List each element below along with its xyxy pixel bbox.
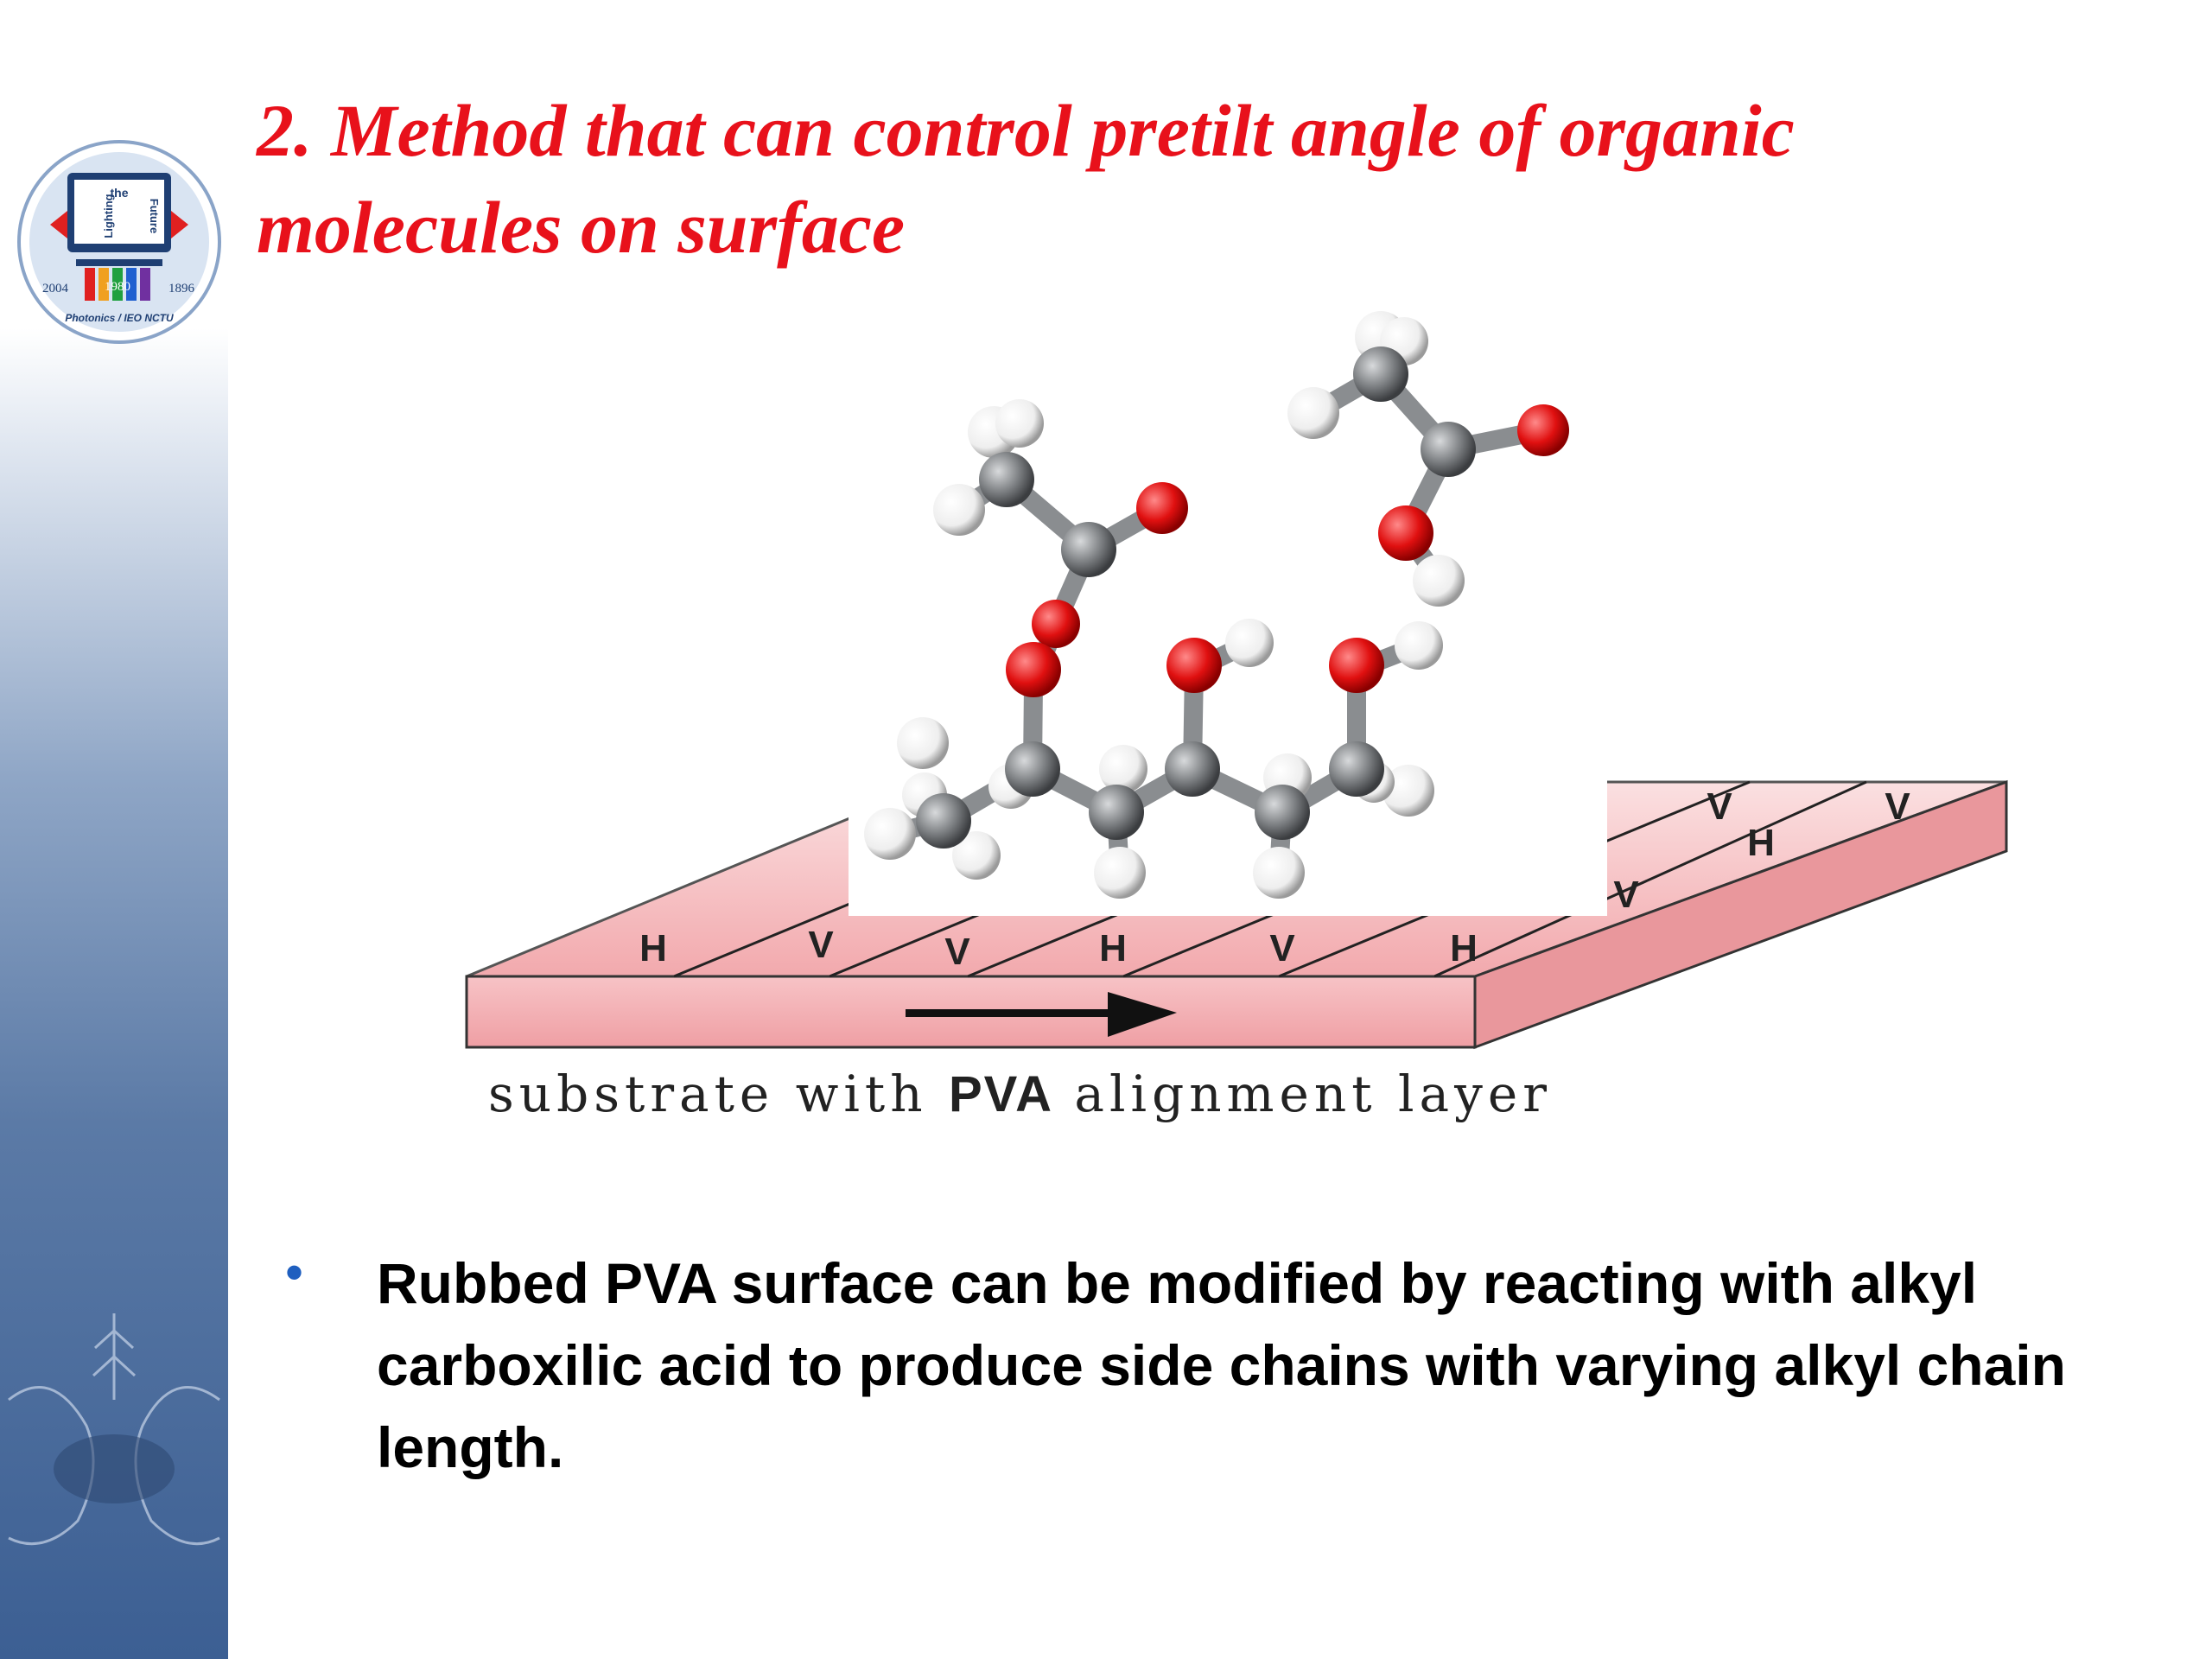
substrate-label-front-5: V — [1269, 927, 1295, 969]
substrate-label-right-1: V — [1613, 874, 1639, 916]
slide-title: 2. Method that can control pretilt angle… — [257, 89, 1795, 269]
logo-arrow-left-icon — [50, 211, 67, 238]
institution-logo: the Lighting Future 2004 1980 1896 Photo… — [17, 140, 221, 344]
logo-year-center: 1980 — [105, 280, 130, 294]
substrate-label-right-4: V — [1885, 785, 1910, 828]
logo-word-the: the — [111, 186, 129, 200]
molecule-on-substrate-figure: H V V H V H V V H V — [465, 275, 2008, 1050]
cupped-hands-illustration — [8, 1313, 220, 1546]
bullet-marker-icon: • — [285, 1243, 304, 1301]
logo-year-right: 1896 — [168, 282, 195, 296]
hydrogen-atoms — [864, 311, 1465, 899]
bullet-text: Rubbed PVA surface can be modified by re… — [377, 1251, 2066, 1479]
substrate-label-front-6: H — [1450, 927, 1478, 969]
oxygen-atoms — [1006, 404, 1569, 697]
bullet-list-item: • Rubbed PVA surface can be modified by … — [285, 1243, 2126, 1489]
substrate-label-front-2: V — [808, 924, 834, 966]
rubbing-direction-arrow-icon — [906, 992, 1177, 1037]
caption-prefix: substrate with — [488, 1065, 949, 1123]
logo-bottom-text: Photonics / IEO NCTU — [65, 312, 174, 324]
figure-caption: substrate with PVA alignment layer — [488, 1065, 1552, 1123]
caption-suffix: alignment layer — [1052, 1065, 1552, 1123]
logo-word-future: Future — [148, 199, 161, 233]
logo-arrow-right-icon — [171, 211, 188, 238]
substrate-label-front-1: H — [639, 927, 667, 969]
substrate-label-right-2: V — [1707, 785, 1732, 828]
caption-bold-term: PVA — [949, 1066, 1053, 1122]
logo-word-lighting: Lighting — [102, 194, 115, 238]
carbon-atoms — [916, 346, 1476, 849]
substrate-label-front-3: V — [944, 931, 970, 973]
substrate-label-front-4: H — [1099, 927, 1127, 969]
substrate-label-right-3: H — [1747, 822, 1775, 864]
logo-year-left: 2004 — [42, 282, 69, 296]
